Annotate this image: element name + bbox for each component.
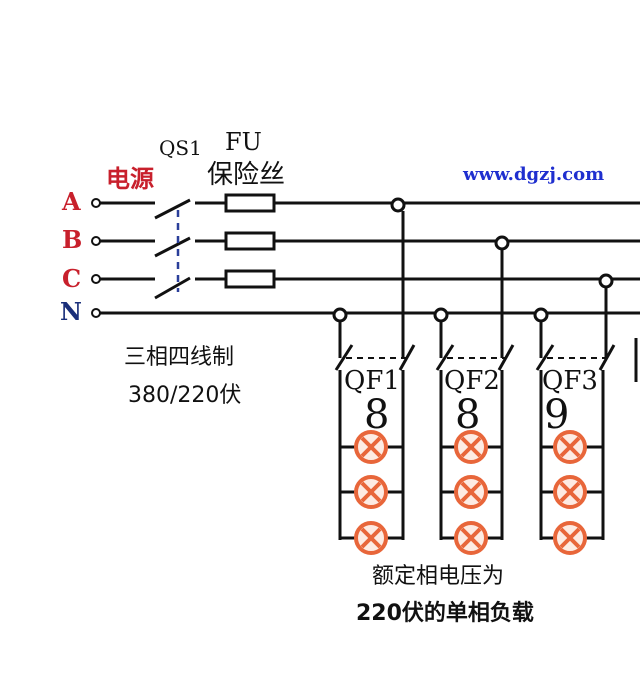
qf1-label: QF1 bbox=[344, 366, 400, 396]
website-link[interactable]: www.dgzj.com bbox=[463, 164, 605, 185]
breaker-group-2 bbox=[433, 235, 515, 540]
fuse-c bbox=[224, 269, 276, 289]
system-voltage-label: 380/220伏 bbox=[128, 383, 242, 408]
qf1-blade-left bbox=[334, 344, 354, 371]
lamps bbox=[354, 430, 587, 555]
lamp-icon bbox=[553, 430, 587, 464]
breaker-group-3 bbox=[533, 273, 638, 540]
lamp-icon bbox=[454, 430, 488, 464]
phase-label-a: A bbox=[62, 187, 81, 216]
qf3-label: QF3 bbox=[542, 366, 598, 396]
fuse-cn-label: 保险丝 bbox=[207, 160, 286, 190]
fuse-b bbox=[224, 231, 276, 251]
phase-label-n: N bbox=[60, 297, 82, 326]
tap-n-qf3 bbox=[533, 307, 549, 323]
tap-n-qf2 bbox=[433, 307, 449, 323]
load-desc-line1: 额定相电压为 bbox=[372, 564, 505, 589]
tap-c-qf3 bbox=[598, 273, 614, 289]
tap-n-qf1 bbox=[332, 307, 348, 323]
lamp-icon bbox=[354, 475, 388, 509]
qf2-blade-right bbox=[497, 344, 515, 371]
qf1-lamp-count: 8 bbox=[364, 392, 390, 438]
qs1-blade-a bbox=[154, 198, 191, 220]
tap-b-qf2 bbox=[494, 235, 510, 251]
qf3-lamp-count: 9 bbox=[544, 392, 570, 438]
qf2-blade-left bbox=[435, 344, 455, 371]
phase-label-b: B bbox=[62, 225, 83, 254]
tap-a-qf1 bbox=[390, 197, 406, 213]
load-desc-line2: 220伏的单相负载 bbox=[356, 601, 534, 626]
lamp-icon bbox=[553, 475, 587, 509]
lamp-icon bbox=[454, 475, 488, 509]
lamp-icon bbox=[354, 430, 388, 464]
fuse-a bbox=[224, 193, 276, 213]
fu-label: FU bbox=[225, 128, 262, 156]
terminal-b bbox=[91, 236, 101, 246]
bus-lines bbox=[91, 198, 640, 318]
qf3-blade-left bbox=[535, 344, 555, 371]
phase-label-c: C bbox=[62, 264, 82, 293]
system-type-label: 三相四线制 bbox=[124, 345, 235, 370]
terminal-n bbox=[91, 308, 101, 318]
lamp-icon bbox=[454, 521, 488, 555]
qs1-switch bbox=[154, 198, 191, 300]
qs1-blade-b bbox=[154, 236, 191, 258]
terminal-a bbox=[91, 198, 101, 208]
power-source-label: 电源 bbox=[106, 165, 154, 193]
fuses bbox=[224, 193, 276, 289]
qf2-lamp-count: 8 bbox=[455, 392, 481, 438]
qf1-blade-right bbox=[398, 344, 416, 371]
terminal-c bbox=[91, 274, 101, 284]
qf2-label: QF2 bbox=[444, 366, 500, 396]
qs1-label: QS1 bbox=[159, 136, 202, 160]
lamp-icon bbox=[354, 521, 388, 555]
lamp-icon bbox=[553, 521, 587, 555]
qf3-blade-right bbox=[598, 344, 616, 371]
qs1-blade-c bbox=[154, 276, 191, 300]
